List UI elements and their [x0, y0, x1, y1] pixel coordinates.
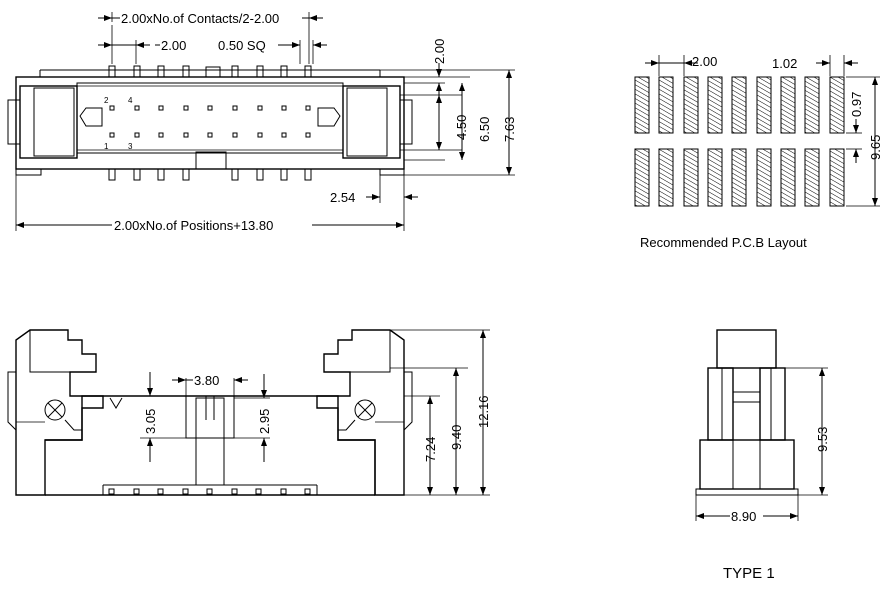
dim-inner-height: 6.50: [477, 117, 492, 142]
pcb-layout-caption: Recommended P.C.B Layout: [640, 235, 807, 250]
dim-top-gap: 2.00: [432, 39, 447, 64]
dim-pin-size: 0.50 SQ: [218, 38, 266, 53]
dim-pad-span: 9.65: [868, 135, 883, 160]
pin-label-4: 4: [128, 96, 133, 105]
front-pin-tails: [108, 488, 311, 495]
pin-label-1: 1: [104, 142, 109, 151]
top-view: 2 4 1 3 2.00xNo.of Contacts/2-2.00 2.00 …: [7, 11, 517, 233]
type-caption: TYPE 1: [723, 565, 775, 582]
top-pin-tails: [108, 65, 312, 181]
dim-overall-length: 2.00xNo.of Positions+13.80: [114, 218, 273, 233]
dim-total-height: 12.16: [476, 395, 491, 428]
side-view: 9.53 8.90 TYPE 1: [695, 329, 830, 582]
pcb-layout: 2.00 1.02 0.97 9.65 Recommended P.C.B La…: [634, 54, 883, 250]
dim-slot-depth: 3.05: [143, 409, 158, 434]
dim-body-to-latch: 9.40: [449, 425, 464, 450]
dim-body-height: 7.24: [423, 437, 438, 462]
pcb-pads-top: [634, 76, 845, 134]
pin-label-3: 3: [128, 142, 133, 151]
dim-side-width: 8.90: [731, 509, 756, 524]
dim-pad-width: 1.02: [772, 56, 797, 71]
dim-latch-gap: 3.80: [194, 373, 219, 388]
dim-contacts-pitch: 2.00xNo.of Contacts/2-2.00: [121, 11, 279, 26]
dim-tail-offset: 2.54: [330, 190, 355, 205]
pcb-pads-bottom: [634, 148, 845, 207]
pin-label-2: 2: [104, 96, 109, 105]
front-view: 3.80 3.05 2.95 7.24 9.40 12.16: [7, 329, 491, 496]
dim-overall-height: 7.63: [502, 117, 517, 142]
dim-pcb-pitch: 2.00: [692, 54, 717, 69]
contact-pins: [109, 105, 311, 138]
dim-side-height: 9.53: [815, 427, 830, 452]
dim-pad-gap: 0.97: [849, 92, 864, 117]
dim-slot-depth-inner: 2.95: [257, 409, 272, 434]
dim-pitch: 2.00: [161, 38, 186, 53]
